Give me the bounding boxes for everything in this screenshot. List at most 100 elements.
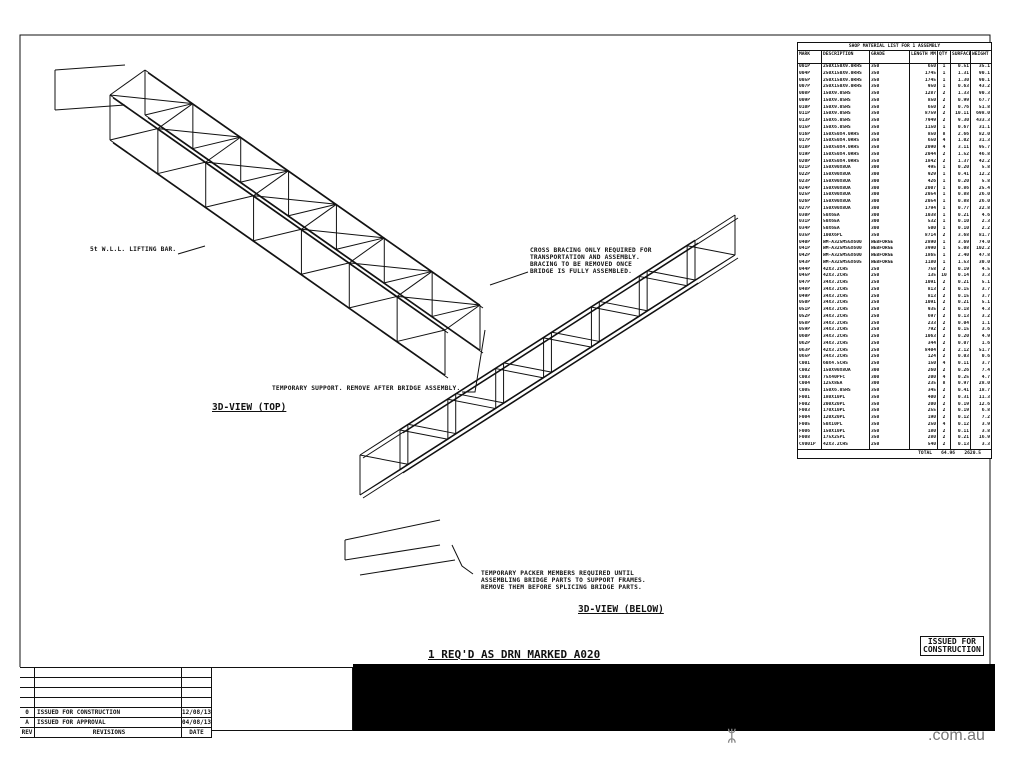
table-cell: 350 <box>870 145 910 152</box>
table-cell: 0.19 <box>951 408 971 415</box>
total-surface: 64.96 <box>941 450 955 456</box>
truss-crossmember <box>157 103 194 129</box>
truss-bracing <box>495 402 504 409</box>
table-cell: 0.41 <box>951 172 971 179</box>
table-cell: WM-A325MSGX600 <box>822 239 870 247</box>
truss-diagonal <box>157 161 206 175</box>
truss-crossmember <box>396 271 433 297</box>
table-cell: 1.6 <box>981 340 990 346</box>
table-cell: C005 <box>798 388 822 395</box>
revision-date: 12/08/13 <box>182 708 212 717</box>
table-cell: 4 <box>938 145 951 152</box>
table-cell: 300 <box>870 205 910 213</box>
table-cell: 0.51 <box>951 64 971 71</box>
table-cell: 250 <box>870 334 910 341</box>
table-cell: 31.1 <box>978 124 990 130</box>
table-cell: 124 <box>910 354 938 361</box>
table-cell: 42X3.2CHS <box>822 442 870 449</box>
table-cell: 2 <box>938 97 951 105</box>
table-cell: 2 <box>938 388 951 395</box>
table-cell: 0.63 <box>951 84 971 91</box>
table-cell: 0.10 <box>951 226 971 233</box>
table-cell: 30.0 <box>978 259 990 265</box>
truss-diagonal <box>288 203 337 217</box>
table-cell: 2 <box>938 293 951 301</box>
title-block-blank-cell <box>212 667 353 731</box>
table-cell: 059P <box>798 327 822 334</box>
table-cell: 1091 <box>910 300 938 307</box>
table-cell: 250X150X9.0RHS <box>822 64 870 71</box>
table-cell: 2 <box>938 428 951 436</box>
table-cell: 233 <box>910 320 938 328</box>
column-header: GRADE <box>870 51 910 63</box>
truss-diagonal <box>397 329 446 342</box>
table-cell: WM-A325MSGX600 <box>822 246 870 253</box>
table-cell: 0.19 <box>951 401 971 409</box>
table-cell: 350 <box>870 158 910 166</box>
table-cell: 062P <box>798 340 822 348</box>
table-cell: 027P <box>798 205 822 213</box>
table-cell: 0.10 <box>951 219 971 226</box>
table-cell: 75X40PFC <box>822 374 870 382</box>
table-cell: 5.1 <box>981 280 990 285</box>
table-cell: 4.5 <box>981 266 990 272</box>
table-cell: 175X25PL <box>822 435 870 442</box>
table-cell: 1287 <box>910 91 938 98</box>
truss-chord <box>144 114 481 351</box>
table-cell: F005 <box>798 421 822 429</box>
table-cell: 1180 <box>910 259 938 267</box>
table-cell: 250 <box>870 354 910 361</box>
table-cell: 51.8 <box>978 104 990 110</box>
note-lifting-bar: 5t W.L.L. LIFTING BAR. <box>90 246 177 253</box>
truss-bracing <box>591 341 600 348</box>
truss-chord <box>147 117 484 354</box>
lifting-bar <box>54 104 126 111</box>
table-cell: 0.14 <box>951 273 971 280</box>
table-cell: 2 <box>938 340 951 348</box>
leader-packer <box>451 544 474 575</box>
table-cell: 1.52 <box>951 151 971 159</box>
lifting-bar <box>54 64 126 71</box>
table-cell: 1.02 <box>951 138 971 145</box>
truss-chord <box>359 239 696 456</box>
table-cell: 42X3.2CHS <box>822 347 870 355</box>
column-header: MARK <box>798 51 822 63</box>
table-cell: 792 <box>910 327 938 334</box>
table-cell: 35.1 <box>978 64 990 69</box>
table-cell: 0.15 <box>951 327 971 334</box>
table-cell: 50X10PL <box>822 421 870 429</box>
truss-diagonal <box>647 270 696 281</box>
table-cell: 42X3.2CHS <box>822 273 870 280</box>
table-cell: 90.1 <box>978 70 990 76</box>
table-cell: 698.0 <box>976 111 990 117</box>
revision-row-empty <box>20 698 212 708</box>
table-cell: 350 <box>870 401 910 409</box>
table-cell: 0.97 <box>951 381 971 388</box>
table-cell: 0.21 <box>951 280 971 287</box>
truss-diagonal <box>109 128 158 141</box>
table-cell: 031P <box>798 219 822 226</box>
table-cell: 850 <box>910 131 938 139</box>
table-cell: 540 <box>910 442 938 449</box>
table-cell: 1842 <box>910 158 938 166</box>
rev-header: REV <box>20 728 35 737</box>
table-cell: 950 <box>910 84 938 91</box>
table-cell: 1 <box>938 192 951 199</box>
redacted-title-block <box>353 664 995 731</box>
table-cell: 052P <box>798 313 822 321</box>
table-cell: 2 <box>938 354 951 361</box>
table-cell: 300 <box>870 172 910 179</box>
revision-description: ISSUED FOR APPROVAL <box>35 718 182 727</box>
table-cell: 350 <box>870 124 910 132</box>
table-cell: 005P <box>798 77 822 85</box>
table-cell: 200X20PL <box>822 401 870 409</box>
table-cell: 1.31 <box>951 70 971 78</box>
column-header: DESCRIPTION <box>822 51 870 63</box>
